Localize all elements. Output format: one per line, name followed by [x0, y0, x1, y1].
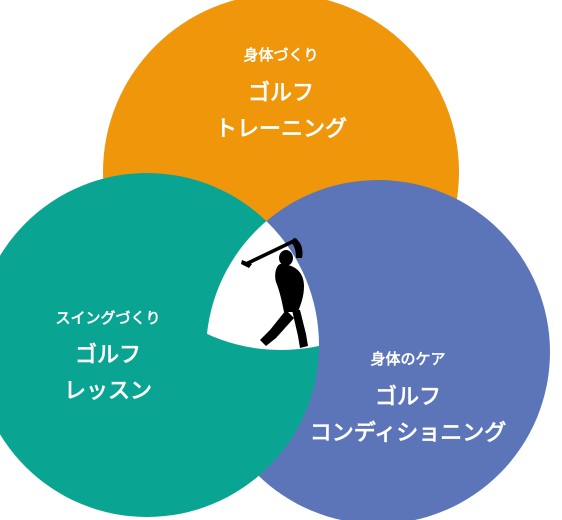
- center-overlap: [206, 180, 319, 350]
- conditioning-line1-label: ゴルフ: [375, 384, 441, 410]
- training-sub-label: 身体づくり: [243, 46, 318, 64]
- lesson-sub-label: スイングづくり: [55, 309, 160, 327]
- training-line2-label: トレーニング: [215, 116, 347, 142]
- conditioning-line2-label: コンディショニング: [310, 420, 506, 446]
- conditioning-sub-label: 身体のケア: [370, 350, 445, 368]
- lesson-line1-label: ゴルフ: [75, 342, 141, 368]
- training-line1-label: ゴルフ: [248, 80, 314, 106]
- lesson-line2-label: レッスン: [64, 379, 152, 404]
- golfer-silhouette-icon: [241, 238, 308, 348]
